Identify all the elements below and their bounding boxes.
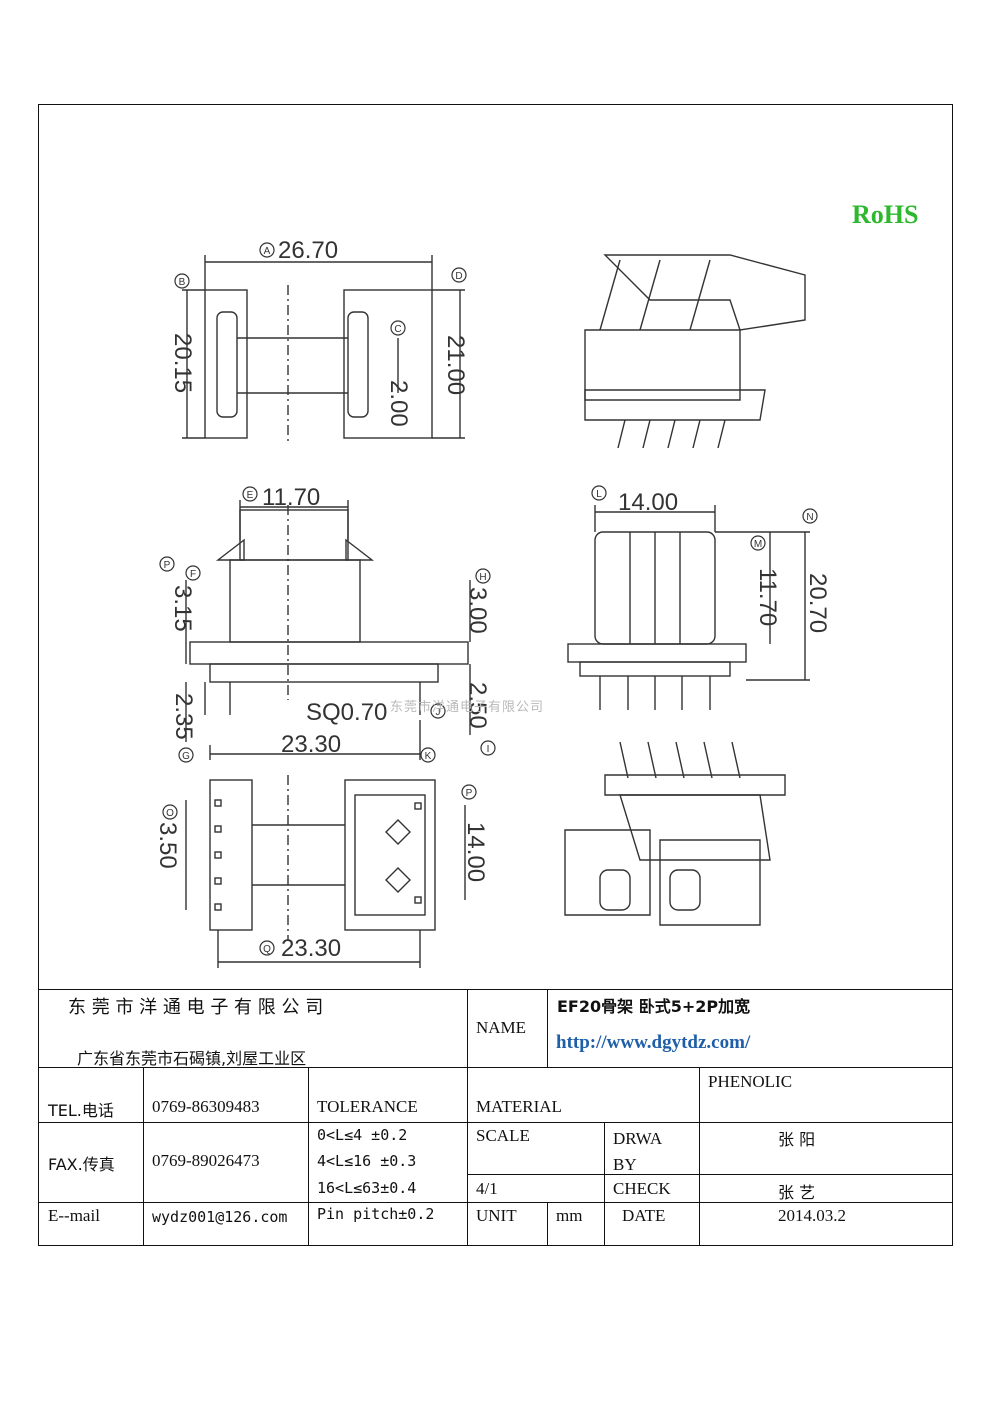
svg-text:P: P bbox=[466, 788, 473, 799]
front-view bbox=[567, 505, 810, 710]
svg-text:M: M bbox=[754, 539, 762, 550]
dim-m-value: 11.70 bbox=[754, 568, 781, 626]
isometric-view-top bbox=[584, 254, 806, 449]
unit-value: mm bbox=[556, 1206, 583, 1225]
fax-value: 0769-89026473 bbox=[152, 1151, 260, 1170]
check-label: CHECK bbox=[613, 1179, 671, 1198]
part-name: EF20骨架 卧式5+2P加宽 bbox=[557, 997, 751, 1016]
tolerance-row: Pin pitch±0.2 bbox=[317, 1205, 435, 1223]
technical-drawing: A B C D E F H P J G K I L M N O P Q 26.7… bbox=[154, 237, 831, 968]
scale-value: 4/1 bbox=[476, 1179, 498, 1198]
table-rule bbox=[38, 1122, 953, 1123]
table-rule bbox=[38, 1245, 953, 1246]
name-label: NAME bbox=[476, 1018, 527, 1037]
material-value: PHENOLIC bbox=[708, 1072, 793, 1091]
dim-q-value: 23.30 bbox=[281, 935, 341, 962]
table-rule bbox=[699, 1067, 700, 1245]
svg-text:B: B bbox=[179, 277, 186, 288]
email-label: E--mail bbox=[48, 1206, 100, 1225]
tolerance-row: 16<L≤63±0.4 bbox=[317, 1179, 417, 1197]
unit-label: UNIT bbox=[476, 1206, 517, 1225]
bottom-view bbox=[185, 775, 466, 968]
company-name: 东 莞 市 洋 通 电 子 有 限 公 司 bbox=[68, 997, 324, 1018]
table-rule bbox=[467, 1174, 953, 1175]
dim-f-value: 3.15 bbox=[169, 585, 196, 632]
email-value: wydz001@126.com bbox=[152, 1208, 288, 1226]
dim-i-value: 2.50 bbox=[464, 682, 491, 729]
company-address: 广东省东莞市石碣镇,刘屋工业区 bbox=[77, 1049, 307, 1068]
dim-o-value: 3.50 bbox=[154, 822, 181, 869]
svg-text:F: F bbox=[190, 569, 196, 580]
dim-l-value: 14.00 bbox=[618, 489, 678, 516]
tolerance-label: TOLERANCE bbox=[317, 1097, 418, 1116]
material-label: MATERIAL bbox=[476, 1097, 562, 1116]
dim-n-value: 20.70 bbox=[804, 573, 831, 633]
dim-g-value: 2.35 bbox=[170, 693, 197, 740]
table-rule bbox=[38, 1067, 953, 1068]
table-rule bbox=[143, 1067, 144, 1245]
fax-label: FAX.传真 bbox=[48, 1155, 115, 1174]
svg-text:O: O bbox=[166, 808, 174, 819]
dim-h-value: 3.00 bbox=[464, 587, 491, 634]
dim-sq-value: SQ0.70 bbox=[306, 699, 387, 726]
dim-d-value: 21.00 bbox=[442, 335, 469, 395]
tolerance-row: 4<L≤16 ±0.3 bbox=[317, 1152, 417, 1170]
rohs-mark: RoHS bbox=[852, 200, 919, 229]
table-rule bbox=[467, 1202, 953, 1203]
svg-text:L: L bbox=[596, 489, 602, 500]
dim-a-value: 26.70 bbox=[278, 237, 338, 264]
drawn-by-value: 张 阳 bbox=[778, 1130, 816, 1149]
check-value: 张 艺 bbox=[778, 1183, 816, 1202]
svg-text:A: A bbox=[264, 246, 271, 257]
svg-text:P: P bbox=[164, 560, 171, 571]
scale-label: SCALE bbox=[476, 1126, 530, 1145]
tel-value: 0769-86309483 bbox=[152, 1097, 260, 1116]
svg-text:J: J bbox=[436, 707, 441, 718]
dim-c-value: 2.00 bbox=[385, 380, 412, 427]
side-view bbox=[185, 500, 471, 760]
table-rule bbox=[604, 1122, 605, 1245]
table-rule bbox=[308, 1067, 309, 1245]
tel-label: TEL.电话 bbox=[48, 1101, 114, 1120]
tolerance-row: 0<L≤4 ±0.2 bbox=[317, 1126, 408, 1144]
website-link[interactable]: http://www.dgytdz.com/ bbox=[556, 1032, 751, 1053]
table-rule bbox=[38, 1202, 468, 1203]
dim-p-value: 14.00 bbox=[462, 822, 489, 882]
table-rule bbox=[467, 989, 468, 1245]
dim-b-value: 20.15 bbox=[169, 333, 196, 393]
table-rule bbox=[38, 989, 953, 990]
svg-text:C: C bbox=[394, 324, 401, 335]
svg-text:H: H bbox=[479, 572, 486, 583]
watermark: 东莞市洋通电子有限公司 bbox=[390, 700, 545, 715]
svg-text:D: D bbox=[455, 271, 462, 282]
table-rule bbox=[547, 1202, 548, 1245]
svg-text:E: E bbox=[247, 490, 254, 501]
svg-text:K: K bbox=[425, 751, 432, 762]
dim-k-value: 23.30 bbox=[281, 731, 341, 758]
svg-text:N: N bbox=[806, 512, 813, 523]
svg-text:Q: Q bbox=[263, 944, 271, 955]
date-label: DATE bbox=[622, 1206, 666, 1225]
date-value: 2014.03.2 bbox=[778, 1206, 846, 1225]
svg-text:G: G bbox=[182, 751, 190, 762]
svg-text:I: I bbox=[487, 744, 490, 755]
isometric-view-bottom bbox=[564, 741, 786, 926]
dim-e-value: 11.70 bbox=[262, 484, 320, 511]
drawn-by-label: DRWA BY bbox=[613, 1129, 662, 1174]
table-rule bbox=[547, 989, 548, 1067]
top-view bbox=[182, 255, 465, 445]
